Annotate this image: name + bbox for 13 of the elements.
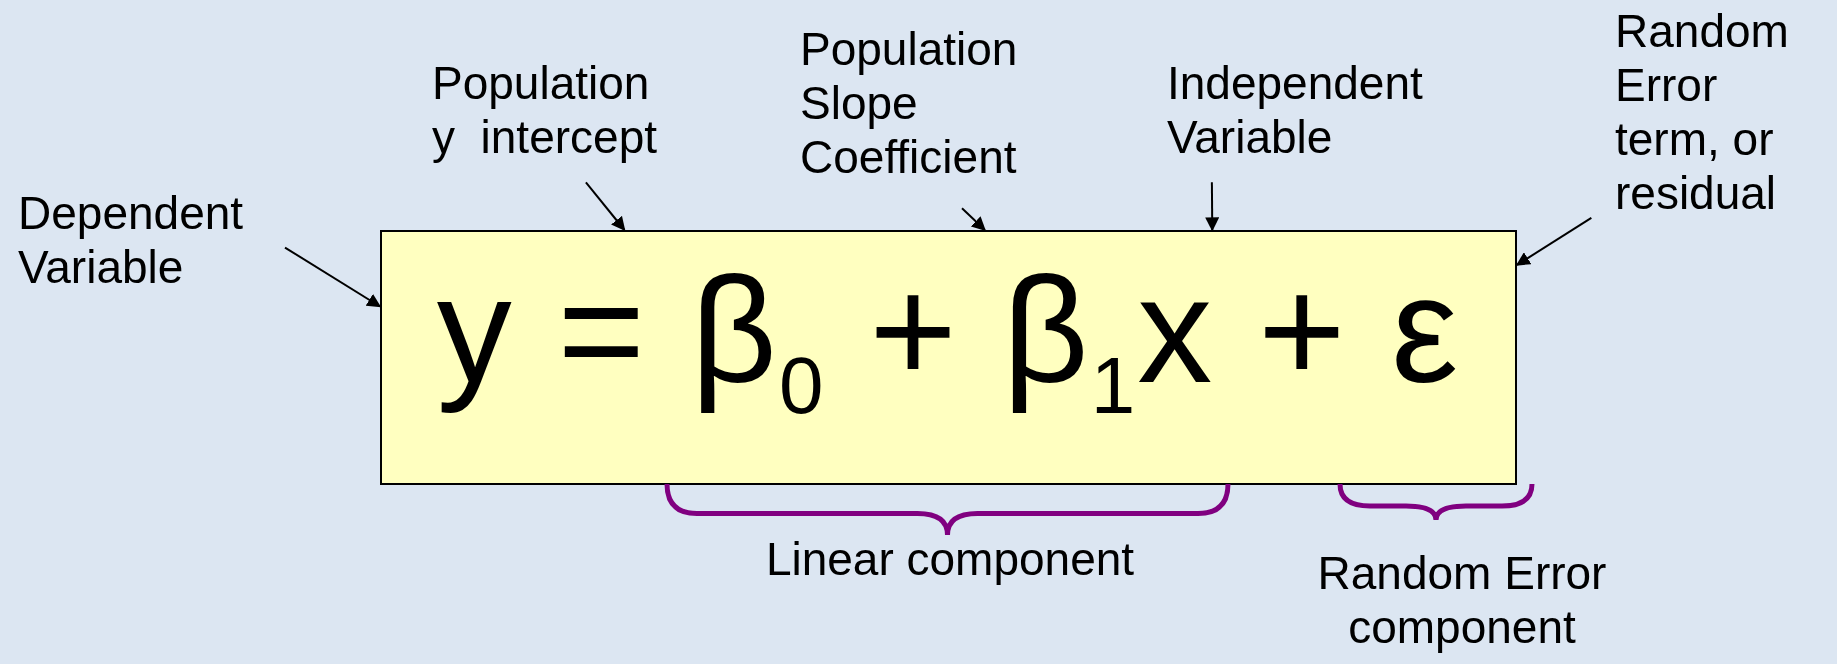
leader-line (284, 246, 382, 308)
leader-line (1205, 181, 1220, 232)
equation-box (380, 230, 1517, 485)
brace-caption: Linear component (764, 532, 1136, 586)
annotation-text: Dependent Variable (18, 186, 318, 294)
annotation-text: Population y intercept (432, 56, 667, 164)
leader-line (584, 181, 626, 232)
annotation-text: Independent Variable (1167, 56, 1497, 164)
leader-line (961, 207, 986, 231)
annotation-text: Random Error term, or residual (1615, 4, 1830, 220)
brace-caption: Random Error component (1316, 546, 1608, 654)
equation: y = β$_{0}$ + β$_{1}$x + ε (436, 244, 1461, 432)
annotation-text: Population Slope Coefficient (800, 22, 1100, 184)
